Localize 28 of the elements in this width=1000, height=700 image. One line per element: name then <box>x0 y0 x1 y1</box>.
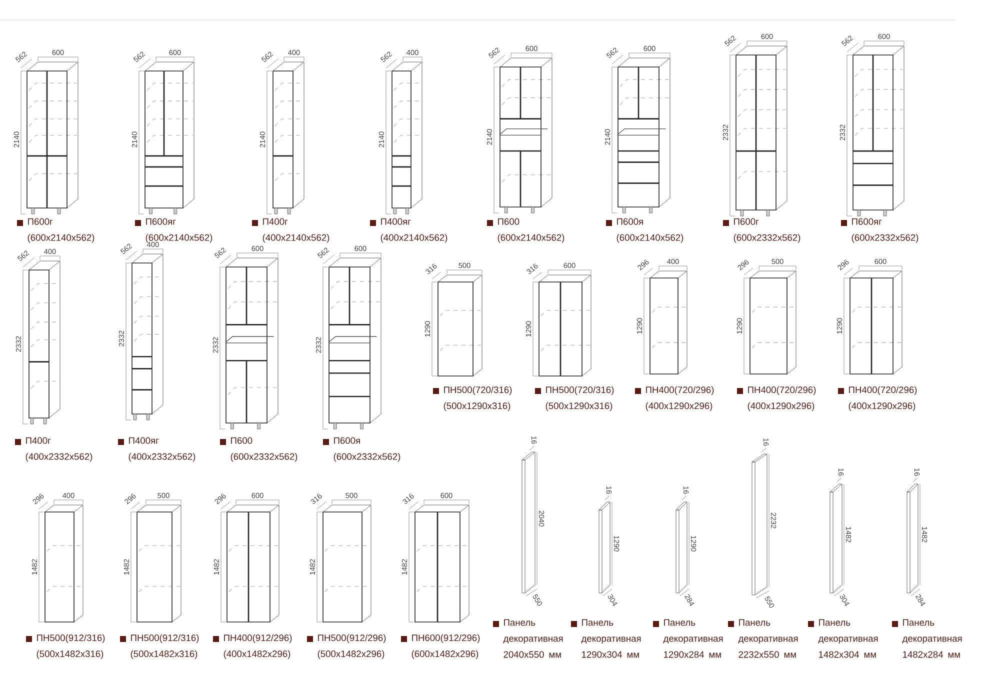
item-caption: Панель декоративная 1290x284 мм <box>663 619 723 658</box>
item-caption: ПН400(720/296) (400x1290x296) <box>646 386 714 411</box>
item-caption: П600г (600x2332x562) <box>734 218 800 243</box>
item-caption: ПН500(720/316) (500x1290x316) <box>444 386 512 411</box>
item-caption: П600я (600x2140x562) <box>616 218 684 243</box>
item-caption: П600я (600x2332x562) <box>334 437 400 462</box>
item-caption: ПН600(912/296) (600x1482x296) <box>412 634 480 659</box>
item-caption: Панель декоративная 1290x304 мм <box>581 619 641 658</box>
item-caption: Панель декоративная 2232x550 мм <box>738 619 798 658</box>
item-caption: П400г (400x2332x562) <box>26 437 92 462</box>
item-caption: П600г (600x2140x562) <box>28 218 94 243</box>
item-caption: П400яг (400x2140x562) <box>380 218 448 243</box>
item-caption: Панель декоративная 1482x304 мм <box>818 619 878 658</box>
item-caption: Панель декоративная 1482x284 мм <box>902 619 962 658</box>
item-caption: П400г (400x2140x562) <box>262 218 330 243</box>
item-caption: П400яг (400x2332x562) <box>128 437 196 462</box>
item-caption: П600 (600x2140x562) <box>498 218 564 243</box>
item-caption: ПН500(912/316) (500x1482x316) <box>130 634 199 659</box>
item-caption: П600яг (600x2332x562) <box>852 218 918 243</box>
item-caption: Панель декоративная 2040x550 мм <box>503 619 563 658</box>
item-caption: П600 (600x2332x562) <box>230 437 298 462</box>
item-caption: ПН500(720/316) (500x1290x316) <box>546 386 614 411</box>
item-caption: ПН500(912/296) (500x1482x296) <box>318 634 386 659</box>
item-caption: ПН400(912/296) (400x1482x296) <box>224 634 292 659</box>
item-caption: П600яг (600x2140x562) <box>146 218 212 243</box>
item-caption: ПН400(720/296) (400x1290x296) <box>848 386 917 411</box>
item-caption: ПН400(720/296) (400x1290x296) <box>748 386 816 411</box>
item-caption: ПН500(912/316) (500x1482x316) <box>36 634 105 659</box>
